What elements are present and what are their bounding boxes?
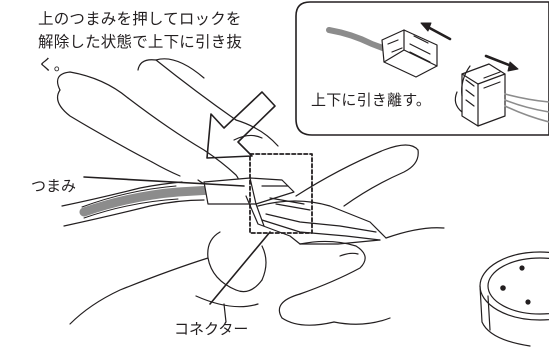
knob-leader-line xyxy=(83,176,245,187)
knob-label: つまみ xyxy=(31,177,77,195)
arrow-down-right-icon xyxy=(484,54,519,72)
connector-leader-line xyxy=(209,231,271,305)
inset-connector-right xyxy=(454,63,506,127)
inset-caption: 上下に引き離す。 xyxy=(311,91,432,109)
device-puck xyxy=(479,251,549,347)
instruction-line-2: 解除した状態で上下に引き抜 xyxy=(38,33,243,51)
connector-body xyxy=(203,177,387,245)
main-cable xyxy=(79,185,217,217)
inset-connector-left xyxy=(381,29,438,78)
inset-wires-right xyxy=(504,93,549,123)
inset-cable-left xyxy=(326,27,391,53)
arrow-up-left-icon xyxy=(420,22,452,41)
inset-panel xyxy=(295,1,549,136)
instruction-line-1: 上のつまみを押してロックを xyxy=(38,10,242,28)
instruction-text: 上のつまみを押してロックを 解除した状態で上下に引き抜 く。 xyxy=(38,8,242,77)
instruction-line-3: く。 xyxy=(38,56,70,74)
lower-hand xyxy=(69,144,445,326)
connector-label: コネクター xyxy=(174,320,249,338)
press-arrow-icon xyxy=(206,91,276,159)
knob-highlight-box xyxy=(249,153,313,234)
